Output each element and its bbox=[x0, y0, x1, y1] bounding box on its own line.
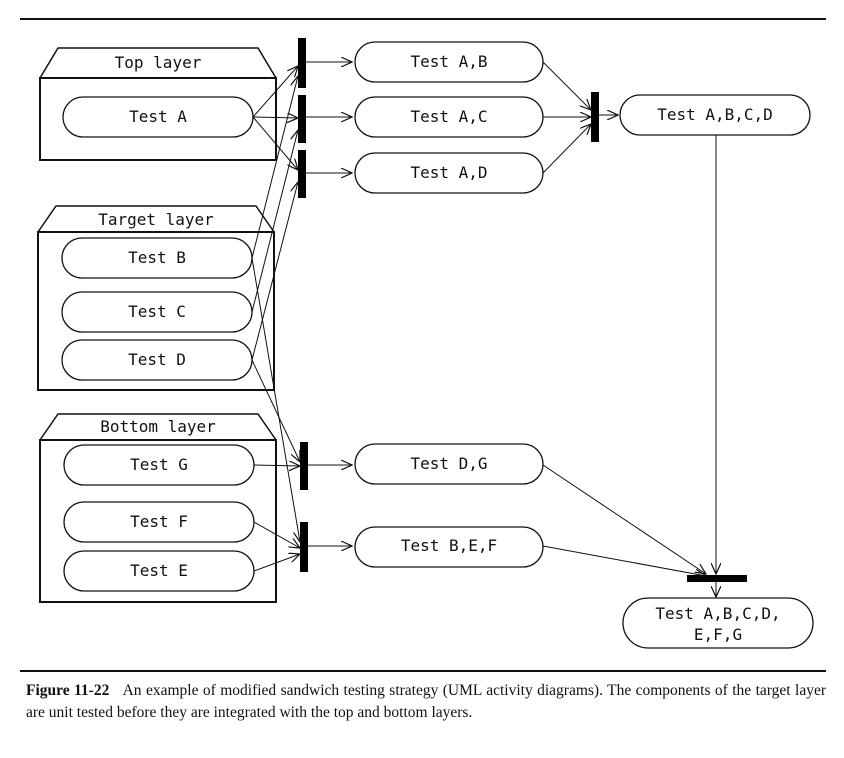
sync-bar-ab bbox=[298, 38, 306, 88]
caption-label: Figure 11-22 bbox=[26, 682, 110, 699]
label-test-g: Test G bbox=[130, 455, 188, 474]
sync-bar-bef bbox=[300, 522, 308, 572]
label-test-all-line1: Test A,B,C,D, bbox=[655, 604, 780, 623]
label-test-all-line2: E,F,G bbox=[694, 625, 742, 644]
label-test-f: Test F bbox=[130, 512, 188, 531]
label-test-bef: Test B,E,F bbox=[401, 536, 497, 555]
label-test-e: Test E bbox=[130, 561, 188, 580]
target-layer-package bbox=[37, 205, 275, 391]
caption-text: An example of modified sandwich testing … bbox=[26, 682, 826, 721]
sync-bar-ac bbox=[298, 95, 306, 143]
figure-caption: Figure 11-22 An example of modified sand… bbox=[26, 680, 826, 724]
label-test-a: Test A bbox=[129, 107, 187, 126]
top-layer-package bbox=[39, 47, 277, 161]
bottom-rule bbox=[20, 670, 826, 672]
node-test-dg bbox=[354, 443, 544, 485]
label-test-d: Test D bbox=[128, 350, 186, 369]
label-test-ad: Test A,D bbox=[410, 163, 487, 182]
bottom-layer-package bbox=[39, 413, 277, 603]
label-test-ac: Test A,C bbox=[410, 107, 487, 126]
node-test-all bbox=[622, 597, 814, 649]
activity-diagram: Top layer Target layer Bottom layer Test… bbox=[37, 38, 814, 649]
flow-edges bbox=[251, 62, 716, 597]
label-top-layer: Top layer bbox=[115, 53, 202, 72]
label-test-abcd: Test A,B,C,D bbox=[657, 105, 773, 124]
label-target-layer: Target layer bbox=[98, 210, 214, 229]
label-test-c: Test C bbox=[128, 302, 186, 321]
node-test-abcd bbox=[619, 94, 811, 136]
node-test-bef bbox=[354, 526, 544, 568]
label-test-b: Test B bbox=[128, 248, 186, 267]
sync-bar-ad bbox=[298, 150, 306, 198]
label-bottom-layer: Bottom layer bbox=[100, 417, 216, 436]
label-test-dg: Test D,G bbox=[410, 454, 487, 473]
sync-bar-abcd bbox=[591, 92, 599, 142]
sync-bar-all bbox=[687, 575, 747, 582]
top-rule bbox=[20, 18, 826, 20]
label-test-ab: Test A,B bbox=[410, 52, 487, 71]
sync-bar-dg bbox=[300, 442, 308, 490]
